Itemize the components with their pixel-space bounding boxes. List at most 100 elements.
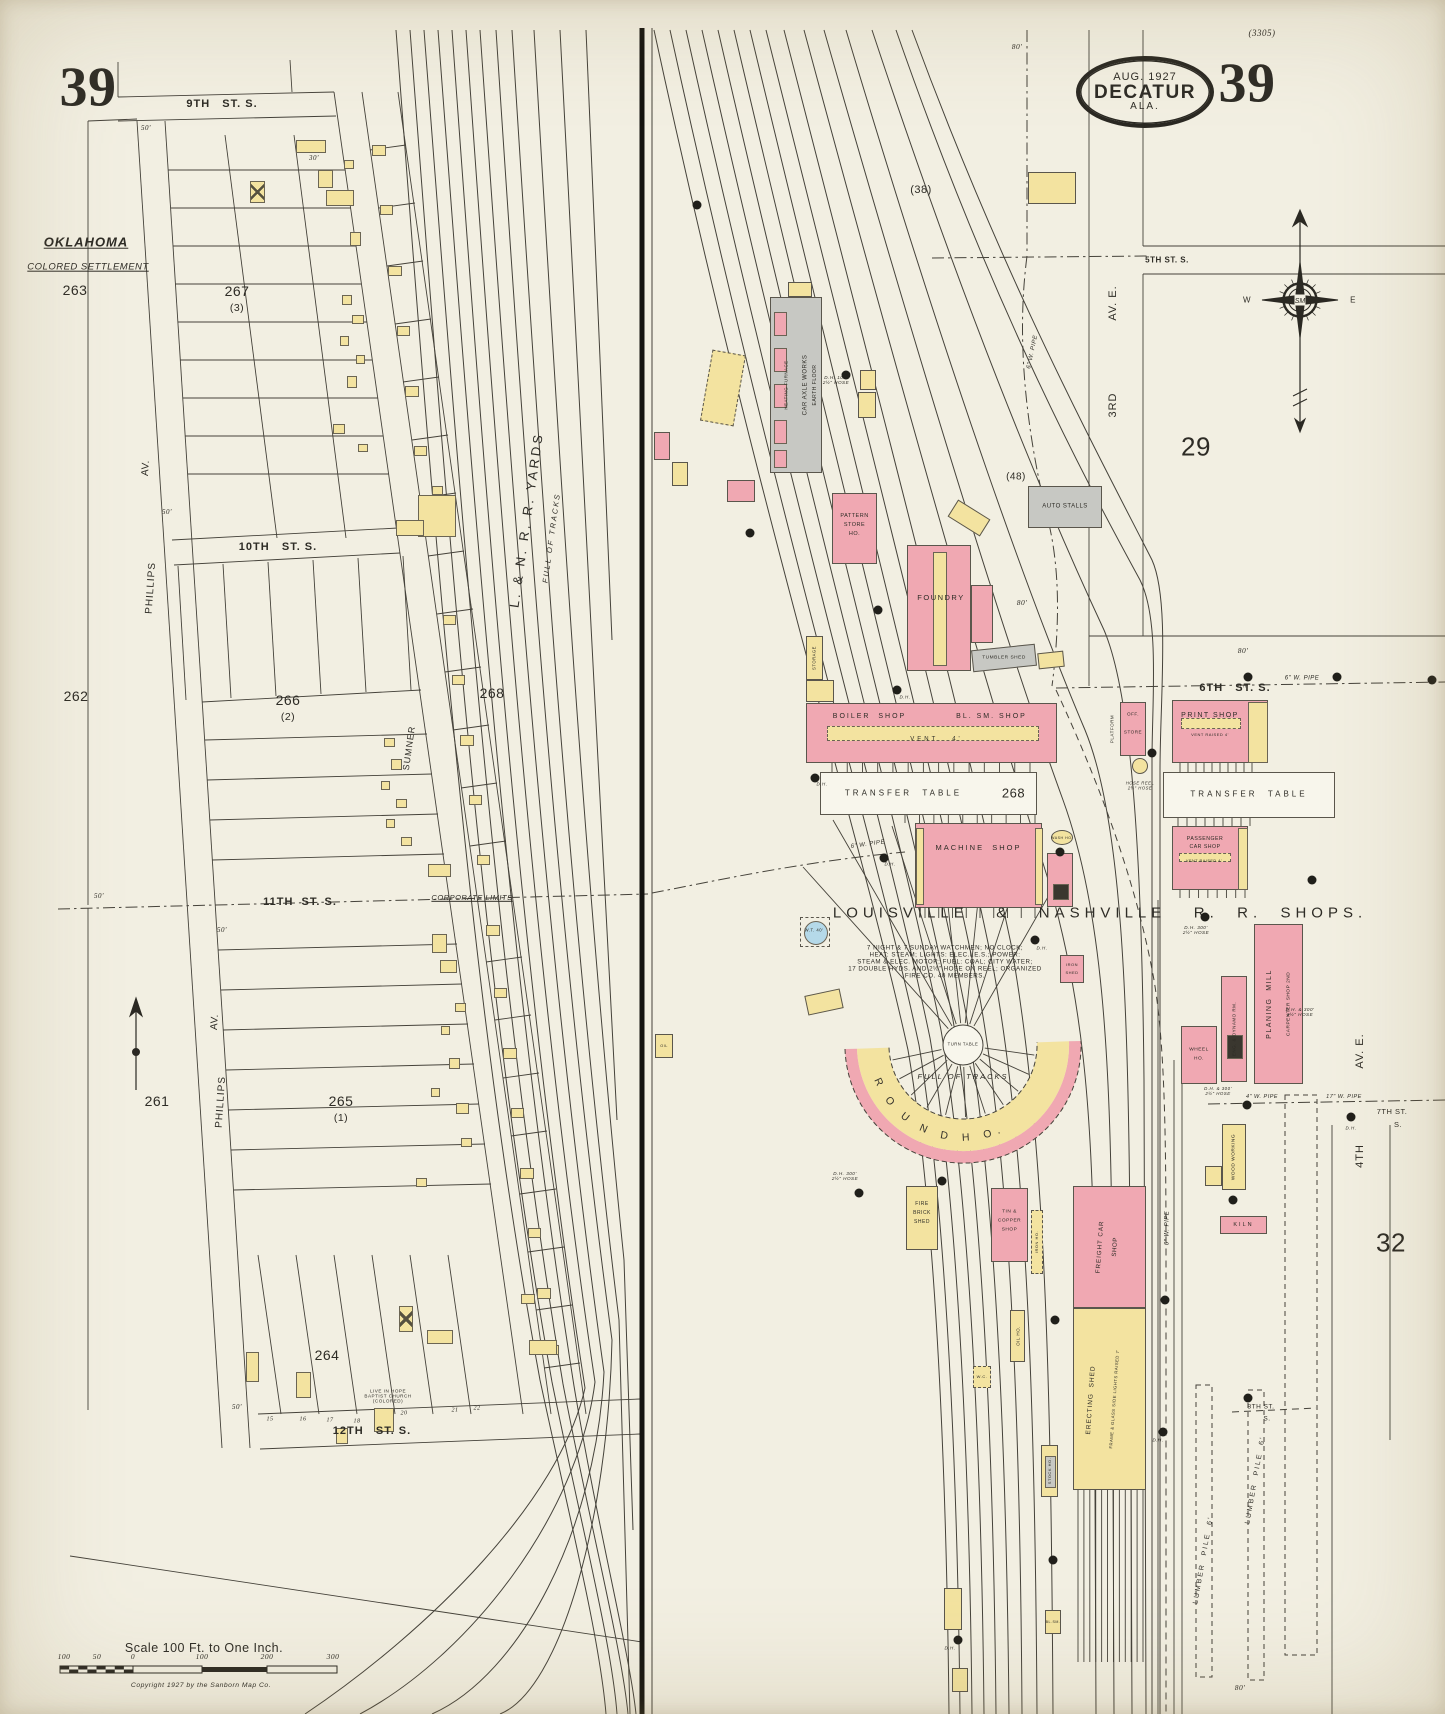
label-dim-80-c: 80' (1237, 645, 1249, 655)
building-section (774, 384, 787, 408)
building-label-car-axle-works: EARTH FLOOR (812, 364, 819, 406)
dwelling-house (333, 424, 345, 434)
building-label-office-store: OFF. (1127, 711, 1139, 717)
building-foundry-annex (971, 585, 993, 643)
compass-rose: SM (1261, 208, 1339, 434)
building-label-transfer-table-east: TRANSFER TABLE (1190, 789, 1308, 799)
building-passenger-car-shop (1172, 826, 1248, 890)
compass-north-arrowhead (1291, 208, 1309, 228)
railroad-track (533, 29, 634, 1531)
building-label-transfer-table-west: TRANSFER TABLE (844, 788, 963, 798)
dwelling-house (486, 925, 500, 936)
building-yard-shed-south-2 (952, 1668, 968, 1692)
building-label-tumbler-shed: TUMBLER SHED (982, 655, 1026, 661)
dwelling-house (326, 190, 354, 206)
label-pipe-6in-south: 6" W. PIPE (1164, 1210, 1171, 1246)
dashed-area (1284, 1094, 1318, 1656)
scale-seg-100-200 (202, 1667, 267, 1672)
building-label-wash-house: WASH HO. (1050, 835, 1074, 840)
building-label-passenger-car-shop: PASSENGER (1186, 836, 1224, 843)
map-line (206, 773, 433, 781)
railroad-track (911, 29, 1164, 1714)
label-block-264: 264 (314, 1347, 340, 1364)
double-hydrant-dot (892, 685, 902, 695)
building-label-print-shop: VENT RAISED 4' (1191, 731, 1229, 737)
roundhouse-stall-track (974, 1062, 1004, 1105)
compass-feather-2 (1292, 398, 1308, 407)
compass-rays (1278, 278, 1322, 322)
label-dim-50-d: 50' (217, 926, 227, 935)
compass-ray (1284, 311, 1289, 316)
map-line (333, 91, 524, 1415)
label-hydrant-dh-3: D.H. (884, 861, 896, 867)
dwelling-house (469, 795, 482, 805)
building-small-yellow-west (672, 462, 688, 486)
compass-letter-west: W (1242, 295, 1252, 305)
label-block-29: 29 (1181, 431, 1211, 462)
label-hydrant-note-5: D.H. & 300' 2½" HOSE (1204, 1086, 1232, 1096)
building-label-boiler-blacksmith-shop: VENT 4' (910, 736, 963, 743)
dwelling-house (427, 1330, 453, 1344)
label-street-9th: 9TH ST. S. (186, 97, 258, 110)
compass-feather-1 (1292, 388, 1308, 397)
map-line (502, 1072, 540, 1079)
label-pipe-6in-6th-st: 6" W. PIPE (1284, 675, 1320, 682)
railroad-track (823, 29, 1115, 1714)
map-line (447, 1254, 472, 1415)
map-line (293, 134, 347, 539)
map-line (224, 134, 278, 539)
compass-ray (1306, 315, 1309, 321)
label-block-266-sub: (2) (280, 711, 296, 724)
double-hydrant-dot (1055, 847, 1065, 857)
label-ref-38: (38) (910, 183, 932, 196)
scale-tick: 0 (130, 1651, 136, 1661)
double-hydrant-dot (810, 773, 820, 783)
building-section (1181, 718, 1241, 729)
building-label-wheel-house: HO. (1193, 1056, 1205, 1062)
stamp-state: ALA. (1130, 101, 1160, 112)
map-line (217, 943, 458, 951)
building-label-car-axle-works: CAR AXLE WORKS (802, 354, 809, 416)
map-line (69, 1555, 643, 1643)
building-label-transfer-table-west: 268 (1001, 785, 1026, 801)
building-small-yellow-3 (806, 680, 834, 702)
building-label-office-store: STORE (1123, 729, 1143, 735)
map-line (173, 552, 401, 566)
label-lot-15: 15 (266, 1416, 274, 1423)
building-label-boiler-blacksmith-shop: BOILER SHOP (832, 713, 907, 721)
north-arrow (128, 996, 144, 1090)
building-wheel-house (1181, 1026, 1217, 1084)
map-line (289, 59, 293, 93)
dwelling-house (503, 1048, 517, 1059)
building-label-iron-house-strip: IRON HO. (1033, 1230, 1039, 1254)
building-label-storage-vertical: STORAGE (811, 646, 817, 670)
dwelling-house (347, 376, 357, 388)
building-foundry (907, 545, 971, 671)
label-dim-80-d: 80' (1234, 1682, 1246, 1692)
map-line (469, 840, 507, 847)
building-tumbler-annex (1037, 650, 1065, 670)
building-office-store (1120, 702, 1146, 756)
scale-checker-cell (96, 1666, 106, 1670)
label-pipe-17in: 17" W. PIPE (1326, 1093, 1362, 1100)
map-line (164, 120, 251, 1449)
scale-checker-cell (69, 1669, 79, 1673)
hatched-building (399, 1306, 413, 1332)
building-oil-house (1010, 1310, 1025, 1362)
double-hydrant-dot (873, 605, 883, 615)
railroad-track (359, 29, 596, 1714)
double-hydrant-dot (1243, 1393, 1253, 1403)
label-hydrant-dh-1: D.H. (899, 694, 911, 700)
turntable-lead-track (973, 875, 1061, 1027)
roundhouse-inner-outline (888, 1042, 1038, 1120)
label-roundhouse-full-of-tracks: FULL OF TRACKS (917, 1071, 1009, 1081)
label-block-266: 266 (275, 692, 301, 709)
dwelling-house (441, 1026, 450, 1035)
dwelling-house (494, 988, 507, 998)
dwelling-house (428, 864, 451, 877)
dashed-line (1022, 255, 1058, 687)
sheet-number-left: 39 (59, 56, 117, 119)
label-av-4th-ave: AV. E. (1353, 1033, 1366, 1069)
dwelling-house (374, 1408, 394, 1432)
map-line (494, 1014, 532, 1021)
